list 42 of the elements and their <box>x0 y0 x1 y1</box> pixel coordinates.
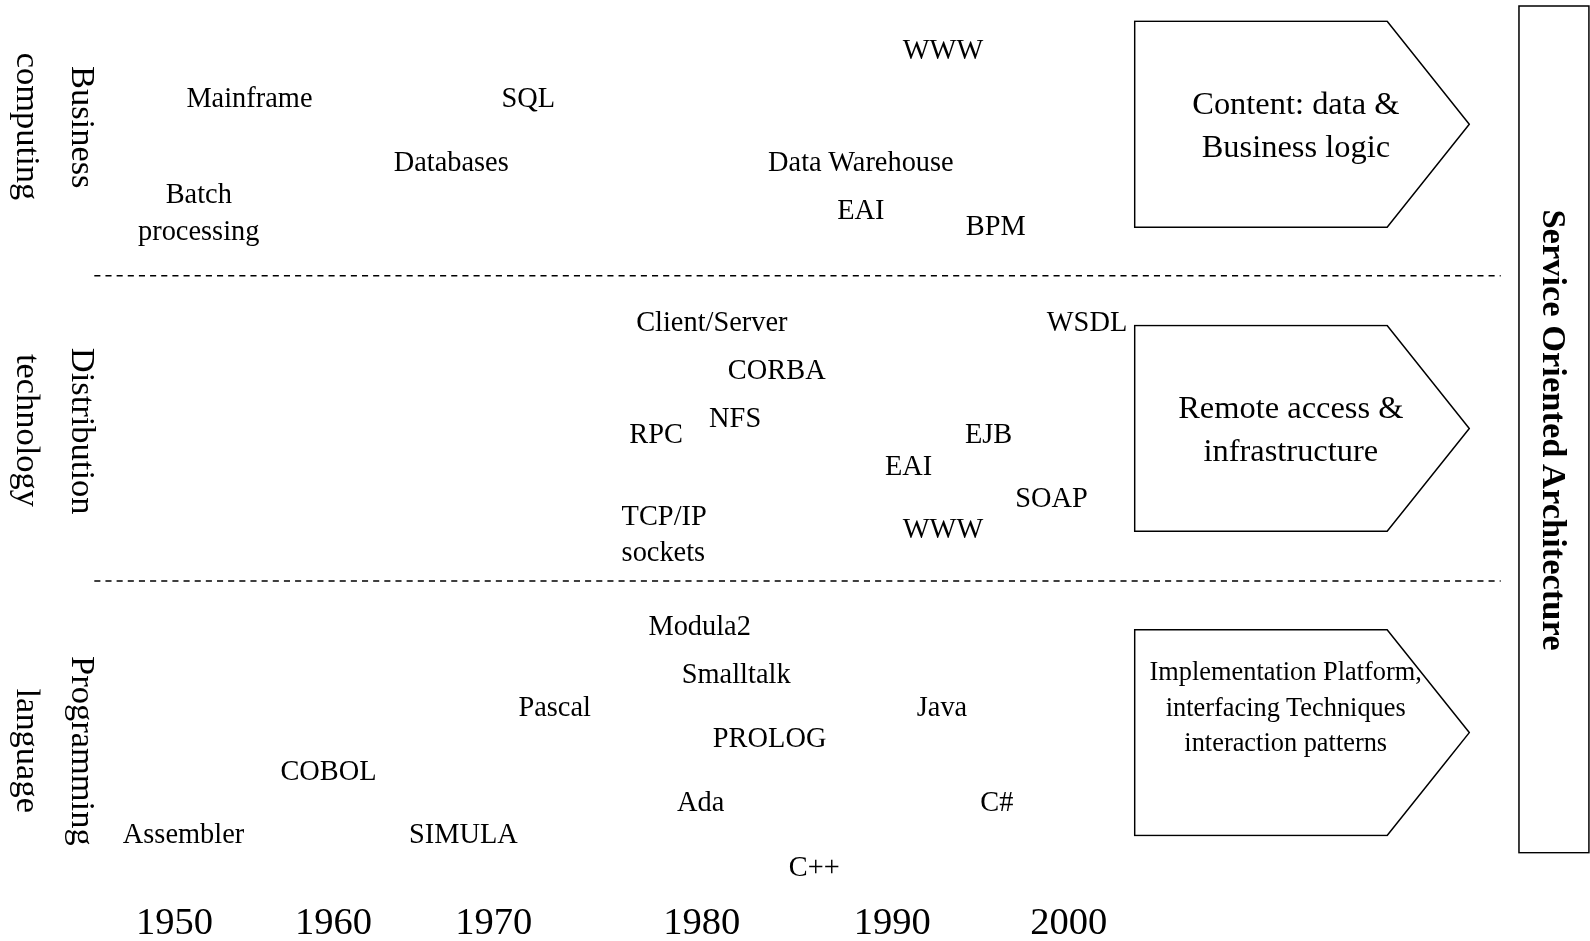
year-label: 2000 <box>1030 898 1108 941</box>
timeline-label: Smalltalk <box>681 656 791 692</box>
timeline-label: SQL <box>501 80 556 116</box>
timeline-label: Databases <box>393 144 509 180</box>
timeline-label: Ada <box>677 784 725 820</box>
timeline-label: Pascal <box>518 689 591 724</box>
timeline-label: WWW <box>902 511 984 547</box>
row-title: Business computing <box>9 52 104 203</box>
timeline-label: Java <box>916 689 968 724</box>
banner-text: Content: data & Business logic <box>1191 83 1401 167</box>
timeline-label: NFS <box>709 400 762 435</box>
timeline-label: C# <box>980 784 1014 820</box>
timeline-label: RPC <box>629 416 683 451</box>
year-label: 1970 <box>455 898 533 941</box>
timeline-label: TCP/IP sockets <box>621 498 707 570</box>
timeline-label: EJB <box>965 416 1013 451</box>
timeline-label: COBOL <box>280 753 377 788</box>
timeline-label: C++ <box>788 849 840 884</box>
row-title: Programming language <box>9 654 104 848</box>
timeline-label: Data Warehouse <box>768 144 954 180</box>
timeline-label: Batch processing <box>137 177 261 249</box>
timeline-label: CORBA <box>727 352 826 388</box>
row-title: Distribution technology <box>9 346 104 517</box>
banner-text: Implementation Platform, interfacing Techniques interaction patterns <box>1148 656 1423 760</box>
banner-text: Remote access & infrastructure <box>1177 387 1405 471</box>
year-label: 1950 <box>135 898 213 941</box>
box-title: Service Oriented Architecture <box>1534 208 1574 650</box>
timeline-label: Modula2 <box>648 608 751 643</box>
timeline-label: BPM <box>965 208 1026 244</box>
timeline-label: EAI <box>837 192 885 227</box>
timeline-label: PROLOG <box>712 720 827 756</box>
timeline-label: SIMULA <box>408 817 518 852</box>
year-label: 1980 <box>663 898 741 941</box>
timeline-label: Client/Server <box>636 305 788 340</box>
year-label: 1960 <box>295 898 373 941</box>
timeline-label: Mainframe <box>186 80 313 116</box>
timeline-label: SOAP <box>1015 480 1088 515</box>
timeline-label: EAI <box>884 449 933 484</box>
year-label: 1990 <box>853 898 931 941</box>
timeline-label: Assembler <box>122 817 245 852</box>
timeline-label: WWW <box>902 32 984 67</box>
timeline-label: WSDL <box>1046 305 1128 340</box>
